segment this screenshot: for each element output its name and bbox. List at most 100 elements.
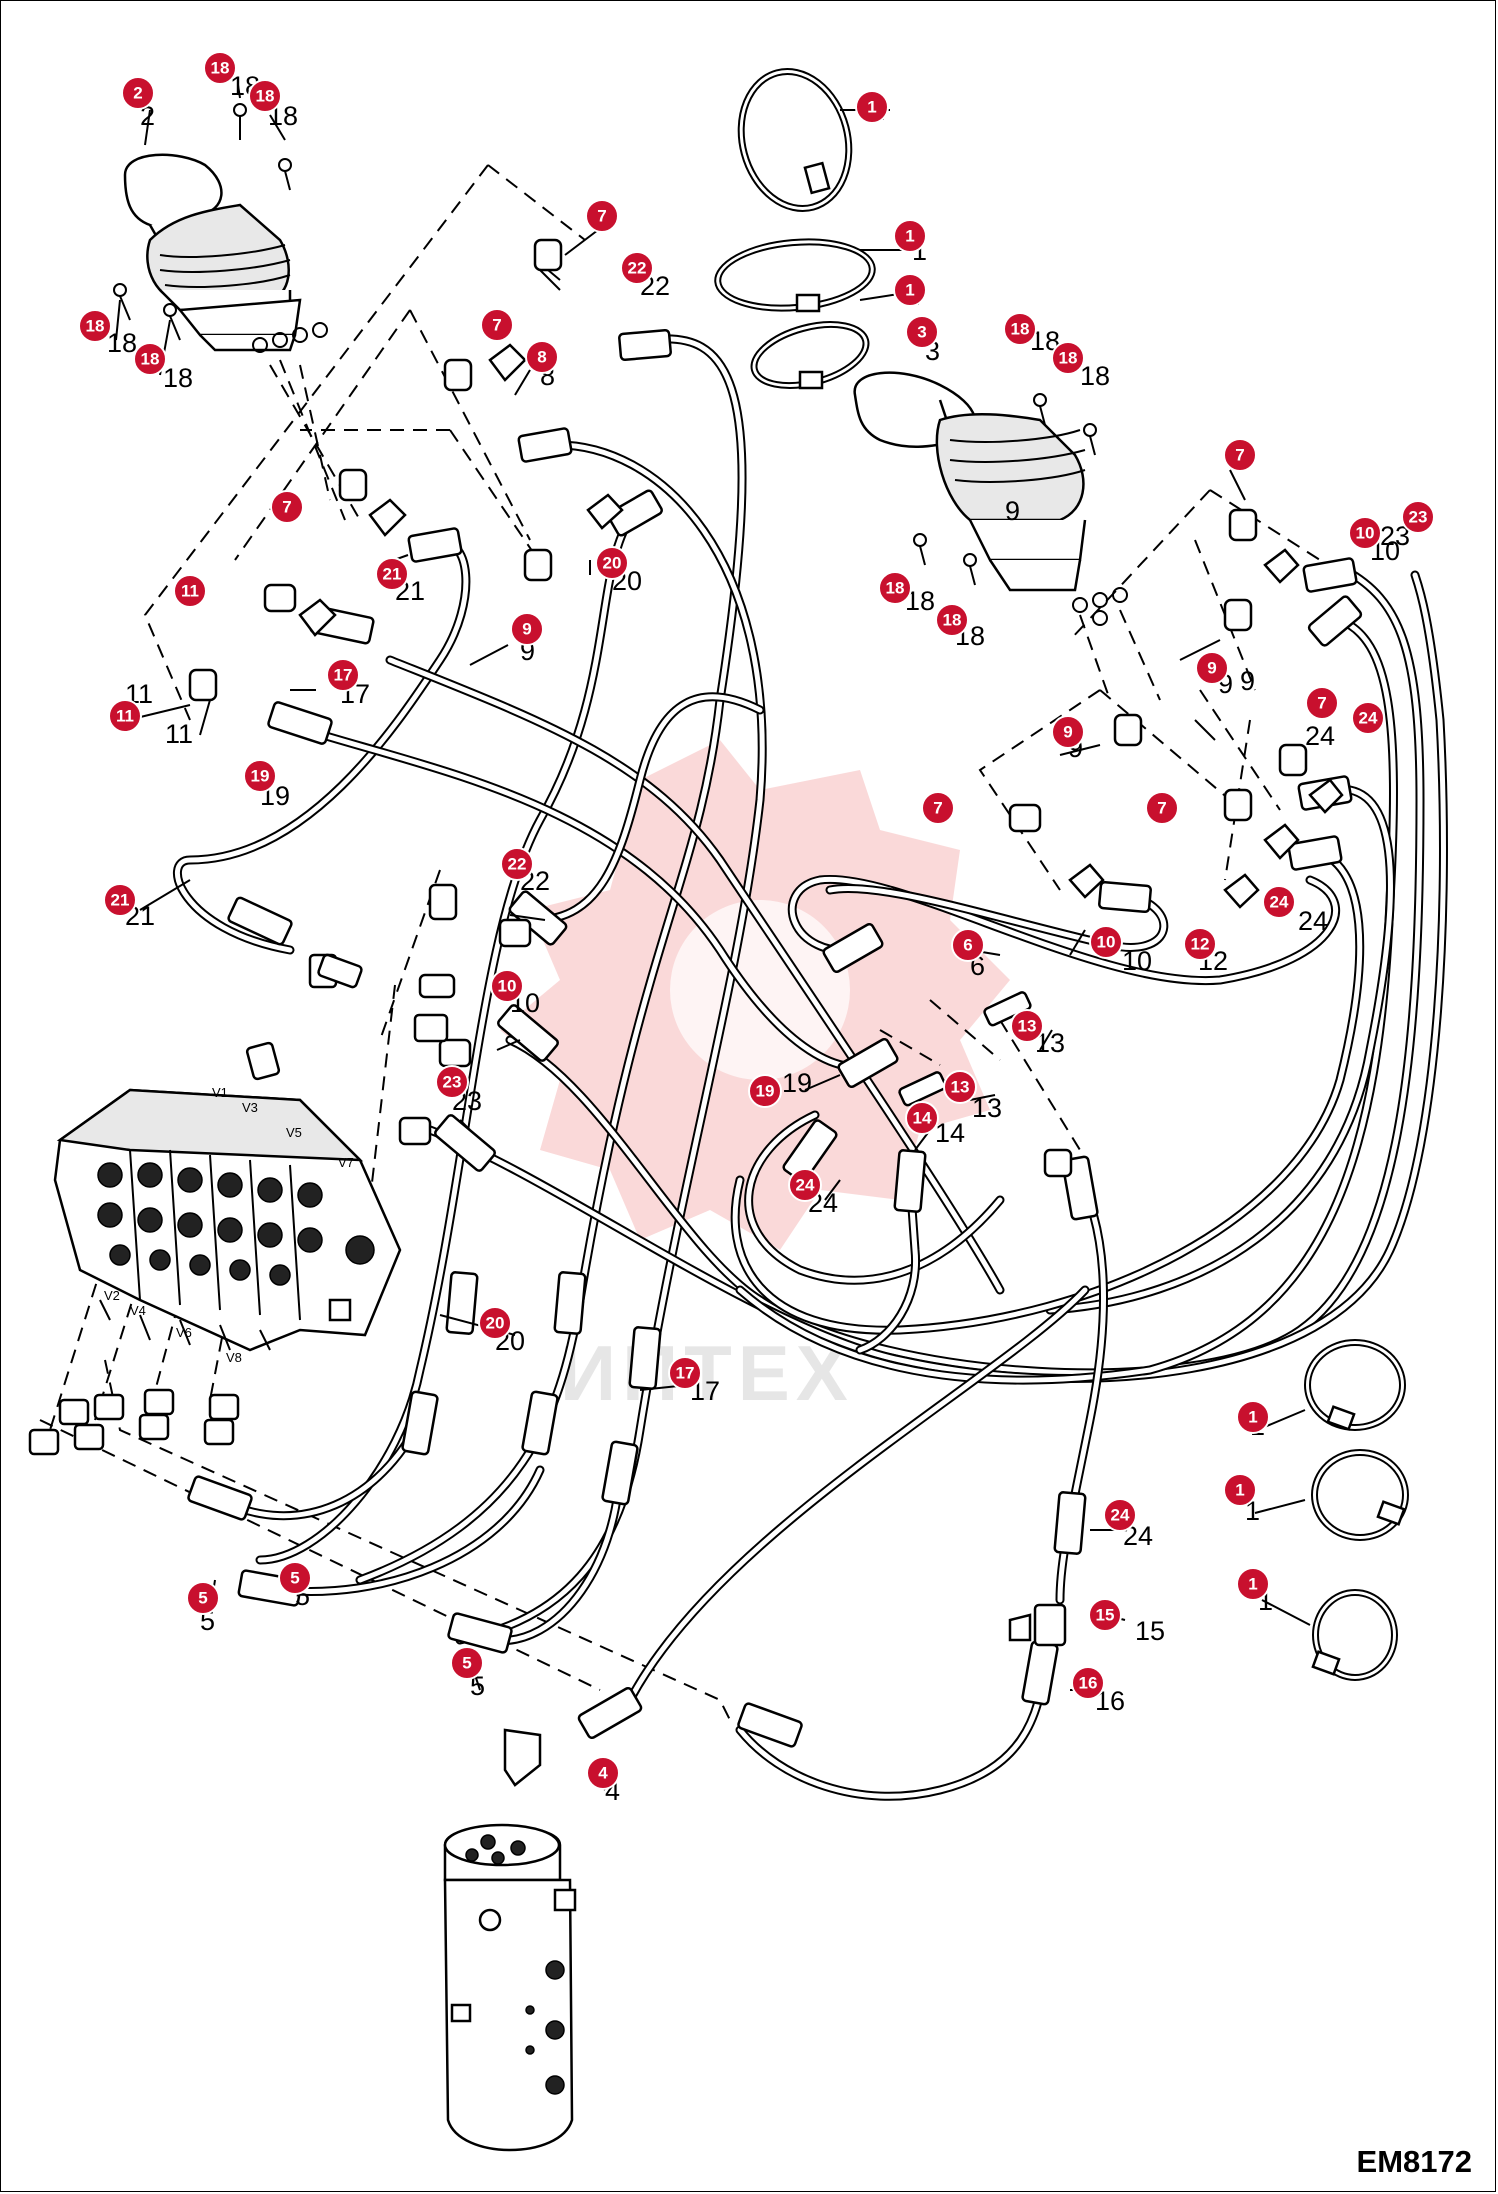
valve-port-label: V2 [104,1288,120,1303]
callout-badge[interactable]: 19 [748,1074,782,1108]
svg-text:1: 1 [1248,1408,1257,1427]
callout-badge[interactable]: 21 [375,557,409,591]
callout-badge[interactable]: 19 [243,759,277,793]
callout-badge[interactable]: 21 [103,883,137,917]
callout-badge[interactable]: 9 [510,612,544,646]
svg-text:7: 7 [933,799,942,818]
callout-badge[interactable]: 1 [893,219,927,253]
svg-text:5: 5 [290,1569,299,1588]
svg-text:7: 7 [492,316,501,335]
svg-text:22: 22 [628,259,647,278]
callout-badge[interactable]: 11 [173,574,207,608]
callout-badge[interactable]: 9 [1195,651,1229,685]
callout-badge[interactable]: 22 [500,847,534,881]
callout-badge[interactable]: 18 [1051,341,1085,375]
callout-badge[interactable]: 24 [1351,701,1385,735]
svg-text:14: 14 [913,1109,932,1128]
callout-badge[interactable]: 1 [855,90,889,124]
callout-badge[interactable]: 7 [921,791,955,825]
callout-badge[interactable]: 18 [1003,312,1037,346]
callout-badge[interactable]: 18 [78,309,112,343]
callout-badge[interactable]: 1 [1236,1567,1270,1601]
part-label: 9 [1240,666,1255,696]
callout-badge[interactable]: 23 [1401,500,1435,534]
callout-badge[interactable]: 1 [1236,1400,1270,1434]
drawing-code: EM8172 [1356,2144,1472,2179]
part-label: 18 [163,363,193,393]
callout-badge[interactable]: 18 [133,342,167,376]
callout-badge[interactable]: 5 [186,1581,220,1615]
callout-badge[interactable]: 17 [668,1356,702,1390]
svg-text:24: 24 [1111,1506,1130,1525]
svg-text:5: 5 [198,1589,207,1608]
callout-badge[interactable]: 2 [121,76,155,110]
callout-badge[interactable]: 3 [905,315,939,349]
callout-badge[interactable]: 7 [1305,686,1339,720]
svg-text:19: 19 [756,1082,775,1101]
callout-badge[interactable]: 7 [270,490,304,524]
callout-badge[interactable]: 18 [203,51,237,85]
callout-badge[interactable]: 18 [935,603,969,637]
callout-badge[interactable]: 9 [1051,715,1085,749]
svg-text:9: 9 [1207,659,1216,678]
valve-port-label: V3 [242,1100,258,1115]
svg-text:1: 1 [1248,1575,1257,1594]
callout-badge[interactable]: 18 [248,79,282,113]
svg-text:1: 1 [905,227,914,246]
svg-text:18: 18 [141,350,160,369]
callout-badge[interactable]: 8 [525,340,559,374]
joystick-left [113,103,328,353]
callout-badge[interactable]: 1 [893,273,927,307]
callout-badge[interactable]: 7 [585,199,619,233]
callout-badge[interactable]: 10 [1348,516,1382,550]
callout-badge[interactable]: 15 [1088,1598,1122,1632]
part-label: 14 [935,1118,965,1148]
part-label: 24 [1305,721,1335,751]
svg-text:11: 11 [116,707,134,726]
svg-text:4: 4 [598,1764,608,1783]
svg-text:11: 11 [181,582,199,601]
part-label: 11 [165,719,193,749]
callout-badge[interactable]: 7 [1223,438,1257,472]
cable-ties [714,68,1409,1681]
part-label: 18 [107,328,137,358]
callout-badge[interactable]: 7 [1145,791,1179,825]
callout-badge[interactable]: 7 [480,308,514,342]
callout-badge[interactable]: 10 [490,969,524,1003]
svg-text:9: 9 [522,620,531,639]
svg-text:7: 7 [597,207,606,226]
svg-text:23: 23 [1409,508,1428,527]
callout-badge[interactable]: 5 [278,1561,312,1595]
callout-badge[interactable]: 4 [586,1756,620,1790]
callout-badge[interactable]: 16 [1071,1666,1105,1700]
svg-text:10: 10 [1356,524,1375,543]
callout-badge[interactable]: 24 [1103,1498,1137,1532]
callout-badge[interactable]: 12 [1183,927,1217,961]
callout-badge[interactable]: 1 [1223,1473,1257,1507]
callout-badge[interactable]: 6 [951,928,985,962]
svg-text:10: 10 [1097,933,1116,952]
callout-badge[interactable]: 14 [905,1101,939,1135]
callout-badge[interactable]: 24 [1262,885,1296,919]
part-label: 10 [1122,946,1152,976]
callout-badge[interactable]: 10 [1089,925,1123,959]
callout-badge[interactable]: 5 [450,1646,484,1680]
callout-badge[interactable]: 17 [326,658,360,692]
callout-badge[interactable]: 18 [878,571,912,605]
svg-text:13: 13 [951,1078,970,1097]
callout-badge[interactable]: 13 [1010,1009,1044,1043]
callout-badge[interactable]: 11 [108,699,142,733]
svg-text:18: 18 [943,611,962,630]
watermark-text: ИПТЕХ [560,1329,854,1417]
callout-badge[interactable]: 22 [620,251,654,285]
callout-badge[interactable]: 24 [788,1168,822,1202]
part-label: 18 [1080,361,1110,391]
svg-text:16: 16 [1079,1674,1098,1693]
callout-badge[interactable]: 20 [595,546,629,580]
callout-badge[interactable]: 23 [435,1065,469,1099]
valve-port-label: V1 [212,1085,228,1100]
svg-text:9: 9 [1063,723,1072,742]
svg-text:24: 24 [1270,893,1289,912]
callout-badge[interactable]: 20 [478,1306,512,1340]
callout-badge[interactable]: 13 [943,1070,977,1104]
